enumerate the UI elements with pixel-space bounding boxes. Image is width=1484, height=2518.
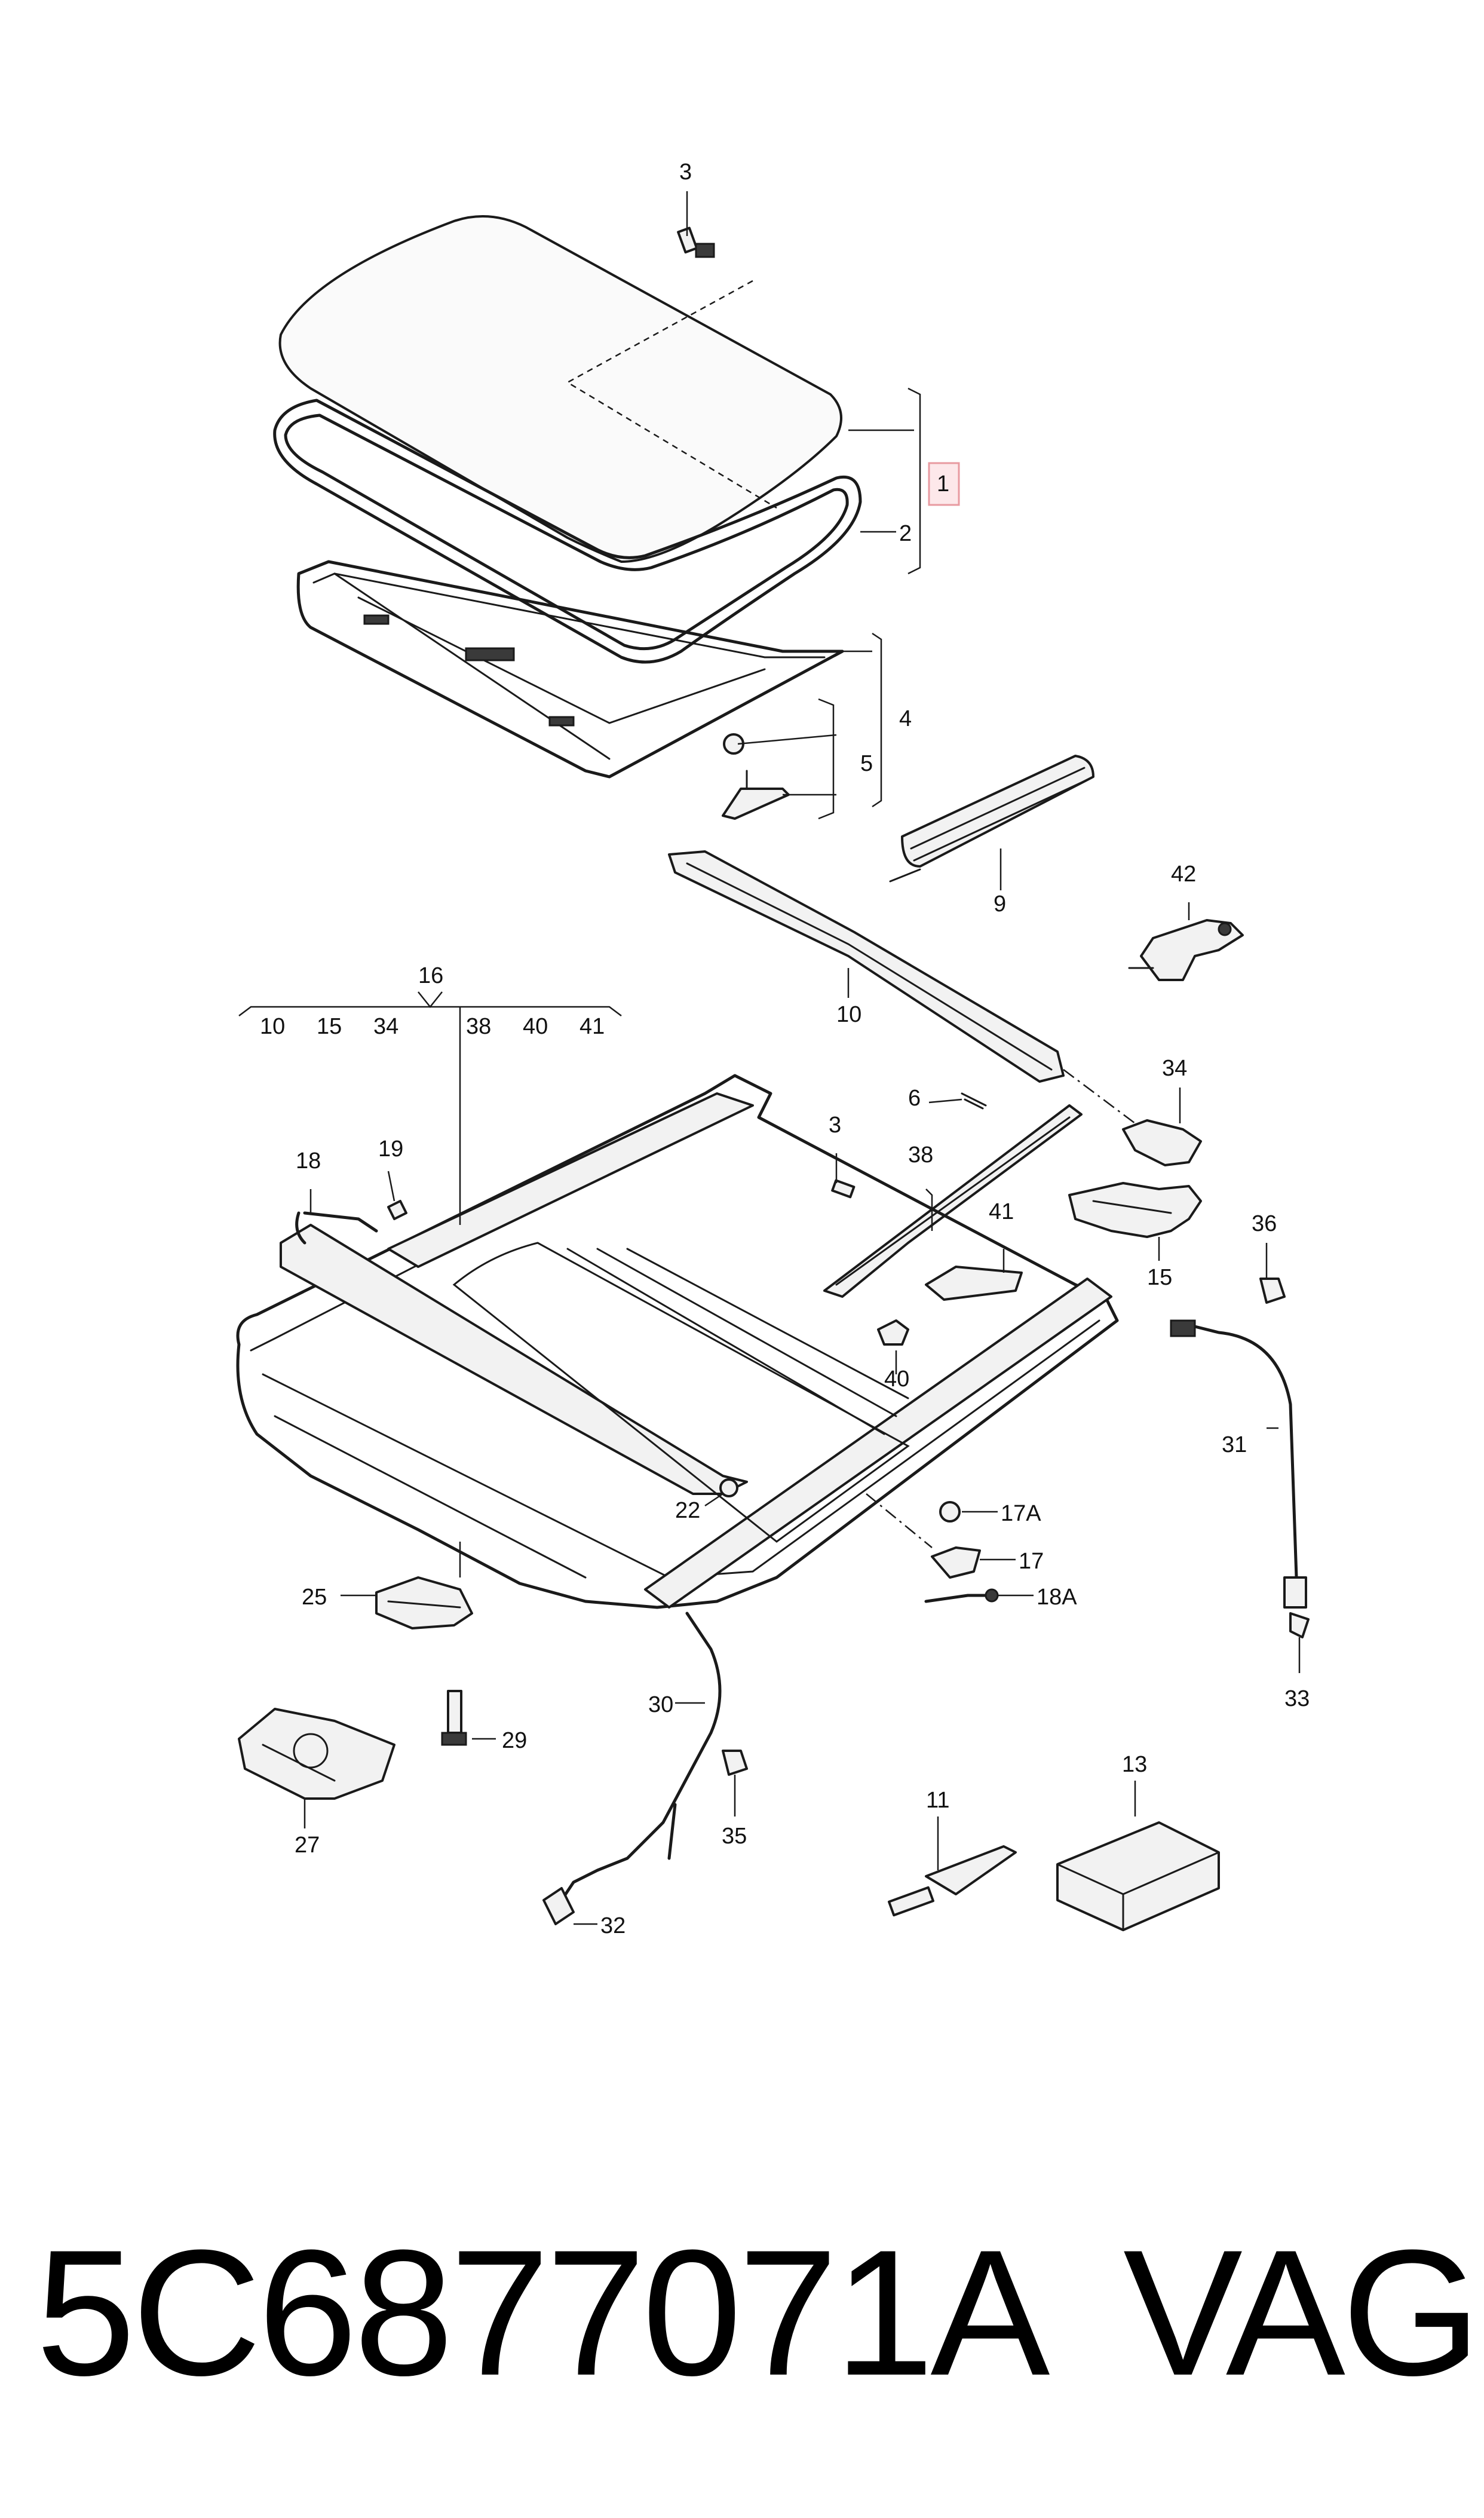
motor-25	[375, 1576, 473, 1629]
highlight-box-1	[928, 462, 960, 506]
callout-35: 35	[722, 1824, 747, 1849]
callout-19: 19	[378, 1137, 403, 1162]
callout-group-34: 34	[373, 1014, 398, 1039]
callout-36: 36	[1252, 1211, 1277, 1236]
grease-tube-11	[888, 1845, 1017, 1917]
callout-5: 5	[860, 751, 873, 776]
deflector-strip-10	[668, 850, 1065, 1083]
callout-group-40: 40	[523, 1014, 548, 1039]
inner-frame-panel	[296, 560, 844, 779]
wire-18a	[924, 1588, 999, 1603]
slider-41	[925, 1266, 1023, 1301]
end-fitting-33	[1289, 1612, 1310, 1638]
callout-13: 13	[1122, 1752, 1147, 1777]
callout-17: 17	[1019, 1549, 1044, 1574]
callout-2: 2	[899, 521, 912, 546]
brand-name: VAG	[1123, 2212, 1481, 2413]
screw-3-center	[831, 1179, 856, 1199]
callout-32: 32	[600, 1913, 626, 1938]
callout-34: 34	[1162, 1056, 1187, 1081]
callout-27: 27	[295, 1833, 320, 1858]
callout-22: 22	[675, 1498, 700, 1523]
screw-22	[719, 1478, 738, 1497]
callout-40b: 40	[884, 1367, 909, 1392]
callout-group-15: 15	[317, 1014, 342, 1039]
callout-11: 11	[926, 1788, 949, 1813]
drive-cable-30	[560, 1612, 722, 1902]
callout-17a: 17A	[1001, 1501, 1041, 1526]
drive-cable-31	[1170, 1319, 1307, 1609]
callout-3b: 3	[829, 1113, 841, 1138]
callout-10: 10	[836, 1002, 861, 1027]
clip-19	[387, 1200, 407, 1220]
callout-6: 6	[908, 1086, 921, 1111]
bracket-42	[1128, 919, 1244, 981]
callout-33: 33	[1284, 1686, 1310, 1711]
callout-15: 15	[1147, 1265, 1172, 1290]
callout-1: 1	[937, 471, 949, 497]
callout-9: 9	[994, 892, 1006, 917]
sunroof-frame	[236, 1074, 1119, 1609]
screw-17a	[939, 1501, 961, 1523]
rail-38	[823, 1104, 1083, 1298]
callout-4: 4	[899, 706, 912, 731]
callout-30: 30	[648, 1692, 673, 1717]
screw-29	[441, 1690, 467, 1746]
box-13	[1056, 1821, 1220, 1931]
callout-42: 42	[1171, 862, 1196, 887]
callout-group-10: 10	[260, 1014, 285, 1039]
callout-3: 3	[679, 160, 692, 185]
centerline-1	[1063, 1069, 1136, 1124]
dashed-guide	[566, 280, 777, 509]
callout-31: 31	[1222, 1432, 1247, 1457]
clip-36	[1259, 1278, 1286, 1304]
glass-seal	[273, 399, 862, 664]
callout-29: 29	[502, 1728, 527, 1753]
bracket-27	[238, 1708, 395, 1800]
callout-labels: 3 1 2 4 5 9 10 42 34 15 36 31 33 6 3 38 …	[260, 160, 1310, 1938]
part-number: 5C6877071A	[36, 2212, 1050, 2413]
callout-41b: 41	[989, 1199, 1014, 1224]
clip-5	[722, 733, 790, 820]
centerline-2	[866, 1493, 933, 1548]
callout-38b: 38	[908, 1142, 933, 1168]
callout-18a: 18A	[1037, 1585, 1077, 1610]
glass-panel	[278, 215, 842, 563]
callout-18: 18	[296, 1148, 321, 1174]
callout-group-38: 38	[466, 1014, 491, 1039]
callout-16: 16	[418, 963, 443, 988]
callout-25: 25	[302, 1585, 327, 1610]
callout-group-41: 41	[580, 1014, 605, 1039]
guide-bracket-15	[1068, 1182, 1202, 1238]
end-fitting-32	[542, 1887, 575, 1925]
clip-35	[722, 1750, 748, 1776]
spring-6	[961, 1092, 987, 1110]
bracket-17	[931, 1546, 981, 1579]
leader-lines	[238, 191, 1301, 1925]
guide-bracket-34	[1122, 1119, 1202, 1166]
clip-40	[877, 1319, 909, 1346]
seal-strip-9	[889, 755, 1094, 883]
screw-top	[677, 226, 715, 258]
